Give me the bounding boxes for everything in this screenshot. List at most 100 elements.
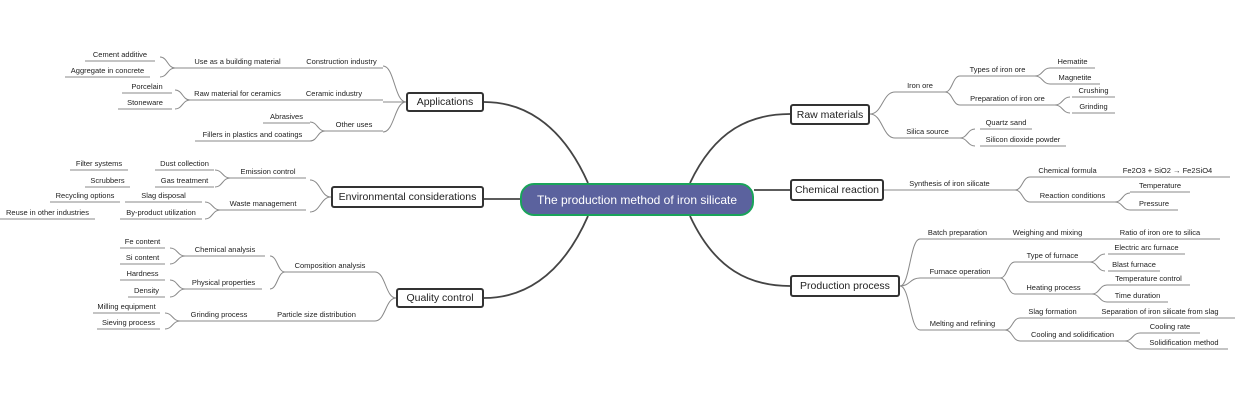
connector xyxy=(1114,201,1131,211)
topic-label[interactable]: Waste management xyxy=(229,199,297,208)
topic-label[interactable]: Grinding process xyxy=(190,310,248,319)
connector xyxy=(309,196,332,213)
topic-label[interactable]: Separation of iron silicate from slag xyxy=(1101,307,1219,316)
topic-label[interactable]: Sieving process xyxy=(102,318,155,327)
topic-raw-materials[interactable]: Raw materials xyxy=(790,104,870,125)
topic-label[interactable]: Composition analysis xyxy=(294,261,366,270)
topic-label[interactable]: Emission control xyxy=(240,167,296,176)
topic-label[interactable]: Physical properties xyxy=(191,278,256,287)
topic-label[interactable]: Temperature control xyxy=(1115,274,1182,283)
topic-chemical-reaction[interactable]: Chemical reaction xyxy=(790,179,884,201)
connector xyxy=(1034,75,1051,85)
topic-label[interactable]: Cement additive xyxy=(92,50,148,59)
topic-label[interactable]: Scrubbers xyxy=(90,176,125,185)
central-topic[interactable]: The production method of iron silicate xyxy=(520,183,754,216)
connector xyxy=(309,130,326,142)
topic-label[interactable]: Furnace operation xyxy=(929,267,991,276)
topic-environmental-considerations[interactable]: Environmental considerations xyxy=(331,186,484,208)
topic-label[interactable]: Ceramic industry xyxy=(305,89,363,98)
topic-label[interactable]: Slag disposal xyxy=(141,191,186,200)
topic-label[interactable]: Filter systems xyxy=(75,159,123,168)
topic-label[interactable]: Cooling rate xyxy=(1149,322,1191,331)
topic-label[interactable]: Stoneware xyxy=(127,98,163,107)
topic-label[interactable]: Electric arc furnace xyxy=(1114,243,1179,252)
topic-label[interactable]: Pressure xyxy=(1138,199,1169,208)
connector xyxy=(1034,67,1051,77)
topic-label[interactable]: Density xyxy=(133,286,159,295)
topic-label[interactable]: Synthesis of iron silicate xyxy=(909,179,990,188)
topic-label[interactable]: Si content xyxy=(125,253,160,262)
topic-label[interactable]: Ratio of iron ore to silica xyxy=(1119,228,1201,237)
topic-label[interactable]: Hardness xyxy=(126,269,159,278)
topic-label[interactable]: Chemical formula xyxy=(1038,166,1097,175)
topic-label[interactable]: Slag formation xyxy=(1028,307,1077,316)
topic-label[interactable]: Time duration xyxy=(1114,291,1161,300)
connector xyxy=(214,177,231,188)
topic-quality-control[interactable]: Quality control xyxy=(396,288,484,308)
topic-label[interactable]: Silicon dioxide powder xyxy=(985,135,1061,144)
topic-production-process[interactable]: Production process xyxy=(790,275,900,297)
topic-label[interactable]: Types of iron ore xyxy=(969,65,1026,74)
topic-label[interactable]: Fillers in plastics and coatings xyxy=(202,130,303,139)
topic-label[interactable]: Fe2O3 + SiO2 → Fe2SiO4 xyxy=(1122,166,1213,175)
topic-label[interactable]: Temperature xyxy=(1138,181,1182,190)
topic-label[interactable]: Grinding xyxy=(1079,102,1108,111)
connector xyxy=(899,285,921,331)
connector xyxy=(1014,189,1031,203)
connector xyxy=(1054,104,1071,114)
topic-label[interactable]: Chemical analysis xyxy=(194,245,256,254)
topic-label[interactable]: Preparation of iron ore xyxy=(970,94,1045,103)
topic-label[interactable]: Quartz sand xyxy=(985,118,1027,127)
connector xyxy=(1054,96,1071,106)
connector xyxy=(269,271,286,290)
connector xyxy=(214,169,231,179)
connector xyxy=(1114,192,1131,203)
topic-label[interactable]: Milling equipment xyxy=(97,302,156,311)
connector xyxy=(374,297,397,322)
connector xyxy=(483,101,589,184)
topic-label[interactable]: Fe content xyxy=(124,237,161,246)
topic-label[interactable]: Melting and refining xyxy=(929,319,996,328)
topic-label[interactable]: Weighing and mixing xyxy=(1012,228,1083,237)
topic-label[interactable]: Dust collection xyxy=(160,159,209,168)
topic-label[interactable]: Crushing xyxy=(1078,86,1109,95)
connector xyxy=(959,137,976,147)
topic-label[interactable]: Particle size distribution xyxy=(277,310,356,319)
connector xyxy=(309,179,332,198)
topic-label[interactable]: Construction industry xyxy=(306,57,377,66)
topic-label[interactable]: Hematite xyxy=(1057,57,1088,66)
topic-label[interactable]: Cooling and solidification xyxy=(1031,330,1114,339)
connector xyxy=(159,56,176,69)
connector xyxy=(309,121,326,132)
topic-label[interactable]: Solidification method xyxy=(1149,338,1219,347)
topic-label[interactable]: Reaction conditions xyxy=(1039,191,1106,200)
topic-label[interactable]: Recycling options xyxy=(55,191,115,200)
topic-label[interactable]: By-product utilization xyxy=(126,208,196,217)
topic-label[interactable]: Porcelain xyxy=(131,82,163,91)
connector xyxy=(169,279,186,290)
topic-label[interactable]: Iron ore xyxy=(907,81,933,90)
topic-applications[interactable]: Applications xyxy=(406,92,484,112)
connector xyxy=(869,91,896,115)
connector xyxy=(159,67,176,78)
connector xyxy=(382,101,407,133)
topic-label[interactable]: Other uses xyxy=(335,120,373,129)
topic-label[interactable]: Silica source xyxy=(906,127,949,136)
topic-label[interactable]: Batch preparation xyxy=(927,228,988,237)
topic-label[interactable]: Aggregate in concrete xyxy=(70,66,145,75)
connector xyxy=(169,255,186,265)
connector xyxy=(1091,284,1108,295)
connector xyxy=(204,201,221,211)
topic-label[interactable]: Raw material for ceramics xyxy=(194,89,281,98)
topic-label[interactable]: Type of furnace xyxy=(1026,251,1079,260)
connector xyxy=(164,320,181,330)
topic-label[interactable]: Blast furnace xyxy=(1112,260,1156,269)
topic-label[interactable]: Use as a building material xyxy=(194,57,281,66)
topic-label[interactable]: Magnetite xyxy=(1058,73,1092,82)
topic-label[interactable]: Gas treatment xyxy=(160,176,209,185)
topic-label[interactable]: Heating process xyxy=(1026,283,1081,292)
topic-label[interactable]: Reuse in other industries xyxy=(6,208,89,217)
topic-label[interactable]: Abrasives xyxy=(270,112,303,121)
connector xyxy=(483,215,589,299)
